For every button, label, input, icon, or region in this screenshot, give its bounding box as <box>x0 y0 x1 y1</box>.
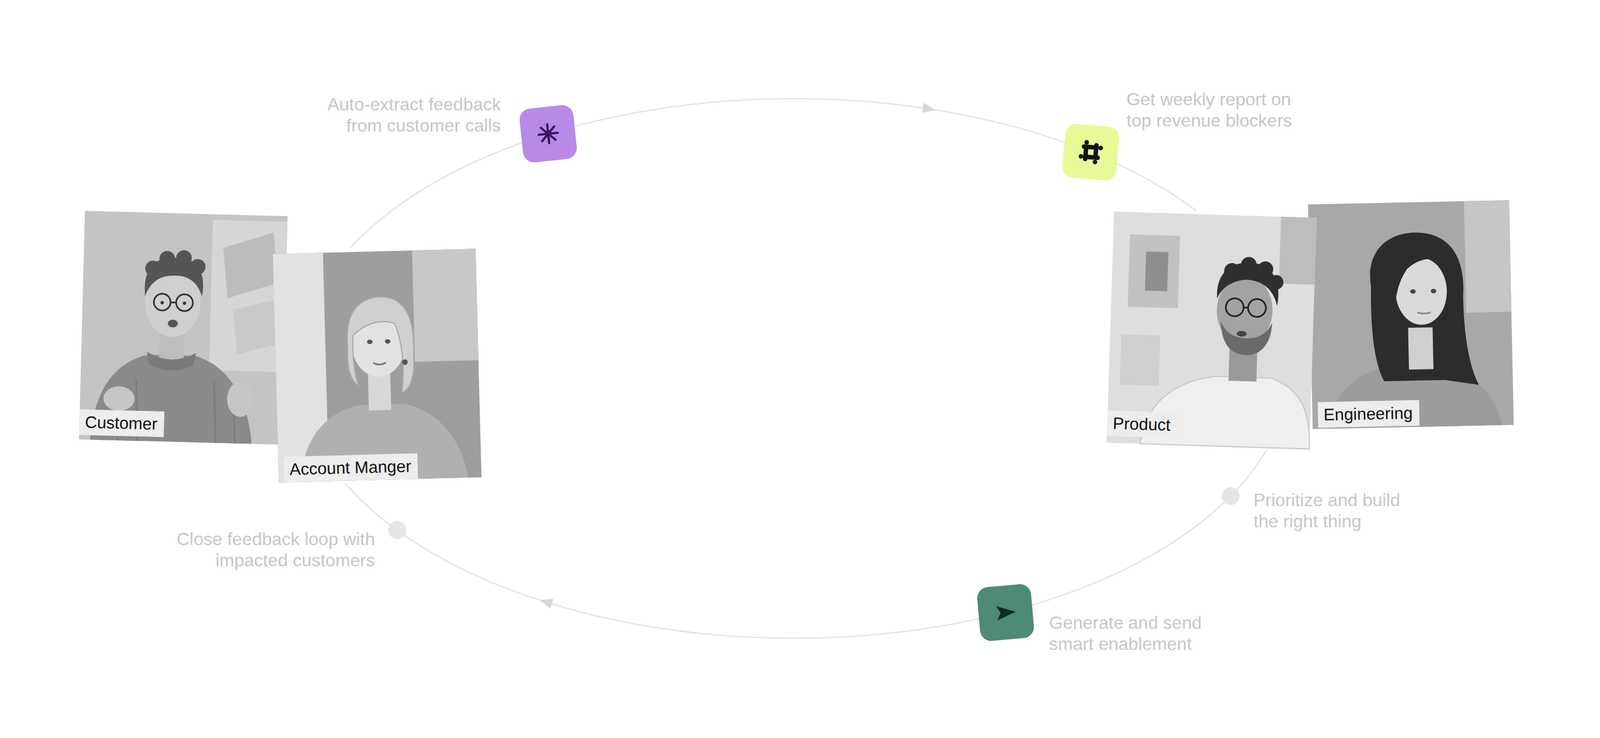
slack-icon-part <box>1061 122 1120 182</box>
step-label-box: Close feedback loop with impacted custom… <box>163 528 375 571</box>
step-dot <box>1221 486 1240 505</box>
step-label-box: Prioritize and build the right thing <box>1253 489 1416 532</box>
customer-portrait-part <box>189 258 207 275</box>
engineering-portrait-part <box>1408 327 1434 370</box>
customer-portrait-part <box>182 301 187 305</box>
extract-icon <box>518 104 579 164</box>
customer-portrait-part <box>159 250 176 267</box>
photo-card: Account Manger <box>272 248 482 482</box>
engineering-portrait-part <box>1410 289 1416 294</box>
customer-portrait-part <box>146 351 197 371</box>
step-label-box: Generate and send smart enablement <box>1049 611 1217 655</box>
slack-icon-part <box>1083 147 1089 162</box>
step-dot <box>388 520 407 539</box>
slack-icon-part <box>1098 145 1104 151</box>
role-tag: Account Manger <box>283 452 419 483</box>
customer-portrait-part <box>176 250 193 267</box>
customer-portrait-part <box>221 231 280 300</box>
account-manager-portrait-part <box>412 248 479 362</box>
send-icon-part <box>976 582 1035 642</box>
product-portrait-part <box>1268 274 1284 290</box>
cycle-connector <box>345 449 1267 638</box>
product-portrait-part <box>1247 298 1267 317</box>
engineering-portrait-part <box>1369 231 1480 387</box>
product-portrait-part <box>1225 298 1245 317</box>
product-portrait <box>1106 211 1317 449</box>
engineering-portrait-part <box>1464 200 1512 313</box>
slack-icon-part <box>1092 159 1098 165</box>
photo-card: Product <box>1106 211 1317 449</box>
product-portrait-part <box>1279 216 1317 285</box>
product-portrait-part <box>1240 256 1257 273</box>
send-icon <box>976 582 1035 642</box>
account-manager-portrait-part <box>345 295 416 394</box>
extract-icon-part <box>518 104 579 164</box>
cycle-connector-group <box>345 449 1267 638</box>
arrow-head <box>922 103 936 114</box>
arrow-head <box>539 598 554 609</box>
step-label: Get weekly report on top revenue blocker… <box>1126 88 1311 131</box>
product-portrait-part <box>1236 330 1247 337</box>
engineering-portrait-part <box>1430 288 1437 294</box>
customer-portrait-part <box>176 294 194 312</box>
step-label-box: Auto-extract feedback from customer call… <box>300 93 501 136</box>
customer-portrait-part <box>167 319 178 328</box>
customer-portrait-part <box>103 385 135 411</box>
role-tag: Product <box>1106 410 1178 438</box>
slack-icon-part <box>1086 154 1101 160</box>
engineering-portrait <box>1308 200 1514 429</box>
customer-portrait-part <box>153 293 172 311</box>
slack-icon-part <box>1078 153 1084 159</box>
account-manager-portrait-part <box>367 373 392 411</box>
customer-portrait-part <box>231 298 281 355</box>
product-portrait-part <box>1220 320 1273 356</box>
step-label: Prioritize and build the right thing <box>1253 489 1416 532</box>
customer-portrait-part <box>226 380 255 417</box>
step-label-box: Get weekly report on top revenue blocker… <box>1126 88 1311 131</box>
account-manager-portrait-part <box>402 359 408 365</box>
account-manager-portrait-part <box>373 362 387 365</box>
slack-icon-part <box>1093 143 1099 158</box>
product-portrait-part <box>1144 251 1169 291</box>
step-label: Auto-extract feedback from customer call… <box>300 93 501 136</box>
product-portrait-part <box>1243 306 1248 309</box>
customer-portrait-part <box>170 301 177 304</box>
customer-portrait-part <box>160 300 164 305</box>
engineering-portrait-part <box>1417 311 1431 314</box>
product-portrait-part <box>1119 334 1161 386</box>
engineering-portrait-part <box>1308 200 1514 429</box>
photo-card: Engineering <box>1308 200 1514 429</box>
customer-portrait <box>79 210 289 445</box>
customer-portrait-part <box>79 210 289 445</box>
send-icon-part <box>996 603 1017 621</box>
product-portrait-part <box>1106 211 1317 449</box>
photo-card: Customer <box>79 210 289 445</box>
account-manager-portrait-part <box>272 248 482 482</box>
engineering-portrait-part <box>1392 251 1450 298</box>
slack-icon-part <box>1084 139 1090 145</box>
slack-icon <box>1061 122 1120 182</box>
slack-icon-part <box>1081 144 1096 150</box>
account-manager-portrait-part <box>384 338 391 344</box>
product-portrait-part <box>1257 261 1274 278</box>
step-label: Close feedback loop with impacted custom… <box>163 528 375 571</box>
product-portrait-part <box>1223 262 1241 280</box>
extract-icon-part <box>537 123 559 144</box>
role-tag: Customer <box>79 408 165 437</box>
account-manager-portrait-part <box>367 339 373 344</box>
step-label: Generate and send smart enablement <box>1049 611 1217 655</box>
product-portrait-part <box>1127 233 1180 309</box>
customer-portrait-part <box>144 260 162 277</box>
account-manager-portrait <box>272 248 482 482</box>
role-tag: Engineering <box>1317 399 1420 428</box>
